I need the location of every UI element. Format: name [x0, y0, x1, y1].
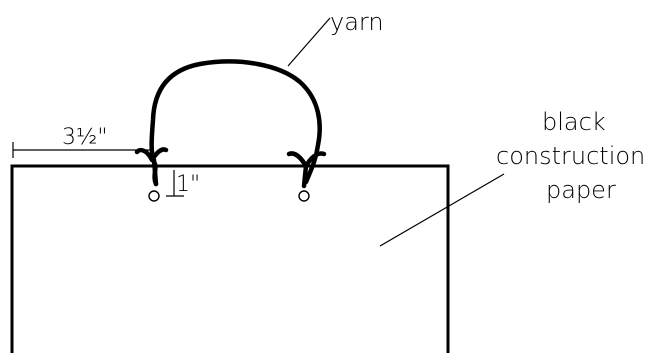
height-dimension-line: [166, 170, 184, 197]
height-dimension-label: 1": [176, 172, 200, 197]
paper-label-line1: black: [542, 108, 606, 136]
yarn-right-end: [286, 151, 327, 189]
yarn-left-end: [134, 147, 169, 187]
paper-outline: [10, 164, 450, 353]
left-hole: [148, 190, 160, 202]
paper-leader-line: [379, 173, 505, 247]
yarn-label: yarn: [330, 8, 384, 36]
width-dimension-label: 3½": [62, 125, 107, 150]
right-hole: [298, 190, 310, 202]
yarn-leader-line: [287, 17, 331, 67]
paper-label-line3: paper: [546, 176, 616, 204]
paper-label-line2: construction: [496, 142, 645, 170]
